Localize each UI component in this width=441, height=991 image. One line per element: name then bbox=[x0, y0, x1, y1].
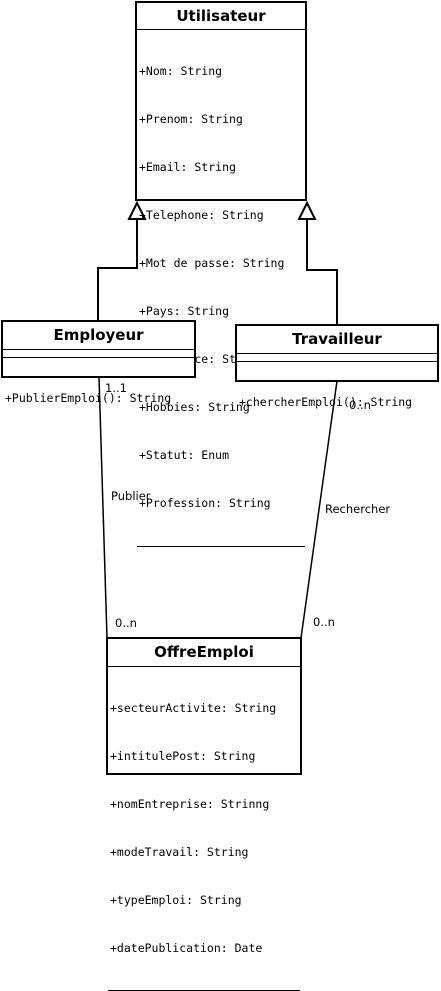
class-diagram-lines bbox=[97, 200, 338, 639]
inheritance-arrow-employeur bbox=[127, 200, 147, 220]
multiplicity-offre-side-publier: 0..n bbox=[115, 616, 137, 630]
inheritance-line-travailleur bbox=[306, 219, 338, 325]
class-name-offre-emploi: OffreEmploi bbox=[154, 643, 254, 661]
attribute: +Hobbies: String bbox=[139, 400, 250, 414]
inheritance-arrow-travailleur bbox=[297, 200, 317, 220]
association-label-rechercher: Rechercher bbox=[325, 502, 391, 516]
class-name-employeur: Employeur bbox=[53, 326, 144, 344]
method: +chercherEmploi(): String bbox=[239, 395, 413, 409]
attribute: +modeTravail: String bbox=[110, 845, 249, 859]
attribute-list-offre-emploi: +secteurActivite: String +intitulePost: … bbox=[108, 667, 300, 988]
multiplicity-travailleur-side: 0..n bbox=[349, 398, 371, 412]
class-utilisateur[interactable]: Utilisateur +Nom: String +Prenom: String… bbox=[135, 1, 307, 547]
association-line-publier bbox=[98, 376, 108, 639]
attribute: +Nom: String bbox=[139, 64, 223, 78]
class-offre-emploi[interactable]: OffreEmploi +secteurActivite: String +in… bbox=[106, 637, 302, 991]
multiplicity-employeur-side: 1..1 bbox=[105, 381, 127, 395]
attribute: +Mot de passe: String bbox=[139, 256, 285, 270]
association-label-publier: Publier bbox=[111, 489, 151, 503]
class-name-travailleur: Travailleur bbox=[292, 330, 382, 348]
association-line-rechercher bbox=[300, 380, 338, 639]
attribute: +nomEntreprise: Strinng bbox=[110, 797, 270, 811]
attribute: +secteurActivite: String bbox=[110, 701, 277, 715]
method: +PublierEmploi(): String bbox=[5, 391, 172, 405]
attribute-list-utilisateur: +Nom: String +Prenom: String +Email: Str… bbox=[137, 30, 305, 543]
inheritance-line-employeur bbox=[97, 219, 138, 321]
attribute: +datePublication: Date bbox=[110, 941, 263, 955]
class-name-utilisateur: Utilisateur bbox=[176, 7, 266, 25]
attribute: +intitulePost: String bbox=[110, 749, 256, 763]
attribute: +Pays: String bbox=[139, 304, 230, 318]
attribute: +Email: String bbox=[139, 160, 236, 174]
attribute: +Telephone: String bbox=[139, 208, 264, 222]
attribute: +Statut: Enum bbox=[139, 448, 230, 462]
class-travailleur[interactable]: Travailleur +chercherEmploi(): String bbox=[235, 324, 439, 409]
attribute: +typeEmploi: String bbox=[110, 893, 242, 907]
attribute: +Profession: String bbox=[139, 496, 271, 510]
method-list-employeur: +PublierEmploi(): String bbox=[3, 358, 194, 438]
attribute: +Prenom: String bbox=[139, 112, 243, 126]
multiplicity-offre-side-rechercher: 0..n bbox=[313, 615, 335, 629]
method-list-travailleur: +chercherEmploi(): String bbox=[237, 362, 437, 442]
class-employeur[interactable]: Employeur +PublierEmploi(): String bbox=[1, 320, 196, 405]
